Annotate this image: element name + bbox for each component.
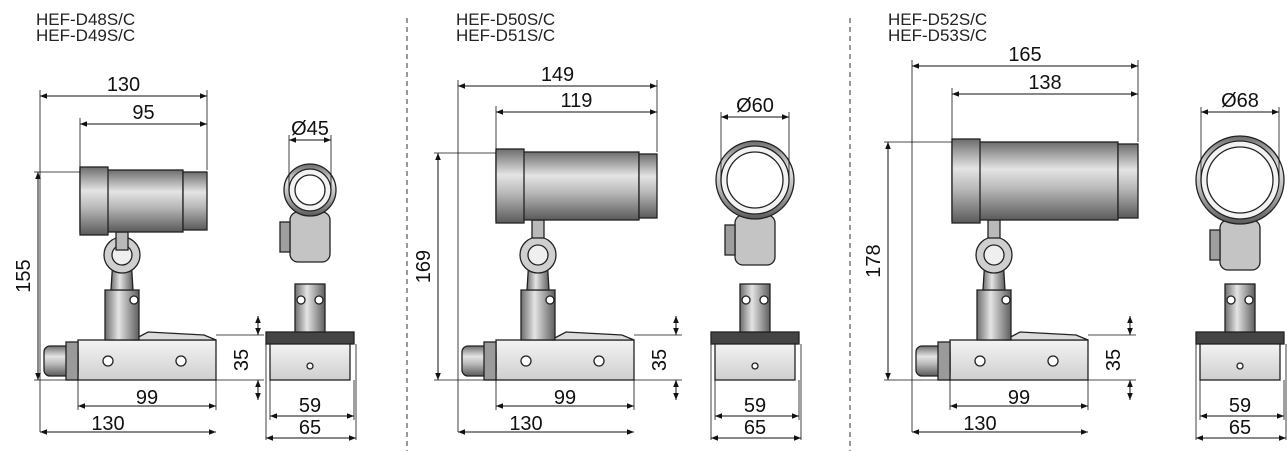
swivel-knuckle-cap — [983, 244, 1005, 266]
front-knuckle-bolt — [724, 224, 736, 256]
front-base-block — [714, 343, 796, 381]
dim-front-base-overall: 65 — [299, 417, 321, 439]
bracket-arm — [987, 219, 1001, 239]
dim-front-base-inner: 59 — [1229, 395, 1251, 417]
base-wedge — [1004, 331, 1089, 341]
lamp-lens — [726, 151, 784, 209]
front-knuckle — [1219, 219, 1261, 271]
dim-height: 155 — [13, 259, 35, 292]
dim-front-base-inner: 59 — [299, 395, 321, 417]
dim-base-height: 35 — [1103, 349, 1125, 371]
front-pole — [739, 283, 771, 333]
screw-hole — [974, 355, 986, 367]
dim-overall-length: 130 — [107, 74, 140, 96]
dim-height: 178 — [863, 244, 885, 277]
screw-hole — [102, 355, 114, 367]
front-knuckle — [734, 214, 776, 266]
side-view: 149 119 169 35 99 130 — [413, 64, 682, 435]
side-view: 130 95 155 35 99 130 — [13, 74, 264, 435]
pole-screw — [129, 295, 139, 305]
front-pole-screw — [314, 295, 324, 305]
dim-overall-length: 165 — [1008, 44, 1041, 66]
lamp-rear-cap — [79, 166, 109, 236]
cable-gland-nut — [483, 341, 497, 381]
base-block — [949, 339, 1089, 381]
dim-front-base-inner: 59 — [744, 395, 766, 417]
panel-1: HEF-D48S/CHEF-D49S/C130951553599130Ø4559… — [13, 10, 357, 441]
model-name: HEF-D52S/C — [888, 10, 987, 29]
front-pole-screw — [1244, 295, 1254, 305]
front-base-plate — [710, 331, 800, 345]
front-base-block — [1199, 343, 1281, 381]
front-base-plate — [265, 331, 355, 345]
dim-base-overall: 130 — [509, 413, 542, 435]
base-wedge — [132, 331, 217, 341]
front-base-plate — [1195, 331, 1285, 345]
dim-base-height: 35 — [231, 349, 253, 371]
front-pole — [1224, 283, 1256, 333]
lamp-front-ring — [182, 171, 208, 231]
dim-base-height: 35 — [649, 349, 671, 371]
bracket-arm — [115, 231, 129, 251]
front-knuckle-bolt — [1209, 229, 1221, 261]
front-base-block — [269, 343, 351, 381]
dim-body-length: 95 — [132, 102, 154, 124]
dim-body-length: 138 — [1028, 72, 1061, 94]
front-screw-hole — [1236, 362, 1244, 370]
lamp-rear-cap — [495, 148, 525, 224]
model-name: HEF-D51S/C — [456, 26, 555, 45]
dim-height: 169 — [413, 250, 435, 283]
cable-gland-nut — [65, 341, 79, 381]
dim-diameter: Ø45 — [291, 118, 329, 140]
lamp-rear-cap — [951, 138, 981, 224]
model-name: HEF-D48S/C — [36, 10, 135, 29]
lamp-front-ring — [638, 153, 658, 219]
dim-front-base-overall: 65 — [744, 417, 766, 439]
front-pole-screw — [759, 295, 769, 305]
front-knuckle-bolt — [279, 221, 291, 253]
dim-base-overall: 130 — [963, 413, 996, 435]
front-pole-screw — [1226, 295, 1236, 305]
front-pole-screw — [741, 295, 751, 305]
dim-base-overall: 130 — [91, 413, 124, 435]
model-name: HEF-D49S/C — [36, 26, 135, 45]
base-wedge — [550, 331, 635, 341]
cable-gland-nut — [937, 341, 951, 381]
lamp-lens — [1206, 146, 1274, 214]
bracket-arm — [531, 219, 545, 239]
dim-base-inner: 99 — [554, 387, 576, 409]
pole-screw — [545, 295, 555, 305]
front-pole — [294, 283, 326, 333]
lamp-front-ring — [1117, 143, 1139, 219]
dim-diameter: Ø60 — [736, 95, 774, 117]
front-knuckle — [289, 211, 331, 263]
swivel-knuckle-cap — [527, 244, 549, 266]
dim-front-base-overall: 65 — [1229, 417, 1251, 439]
dim-body-length: 119 — [561, 90, 593, 112]
model-name: HEF-D53S/C — [888, 26, 987, 45]
front-pole-screw — [296, 295, 306, 305]
pole-screw — [1001, 295, 1011, 305]
lamp-lens — [294, 174, 326, 206]
screw-hole — [175, 355, 187, 367]
screw-hole — [593, 355, 605, 367]
front-screw-hole — [751, 362, 759, 370]
dim-base-inner: 99 — [136, 387, 158, 409]
base-block — [495, 339, 635, 381]
screw-hole — [1047, 355, 1059, 367]
screw-hole — [520, 355, 532, 367]
side-view: 165 138 178 35 99 130 — [863, 44, 1139, 435]
model-name: HEF-D50S/C — [456, 10, 555, 29]
base-block — [77, 339, 217, 381]
dim-base-inner: 99 — [1008, 387, 1030, 409]
dim-overall-length: 149 — [541, 64, 574, 86]
dim-diameter: Ø68 — [1221, 90, 1259, 112]
front-screw-hole — [306, 362, 314, 370]
